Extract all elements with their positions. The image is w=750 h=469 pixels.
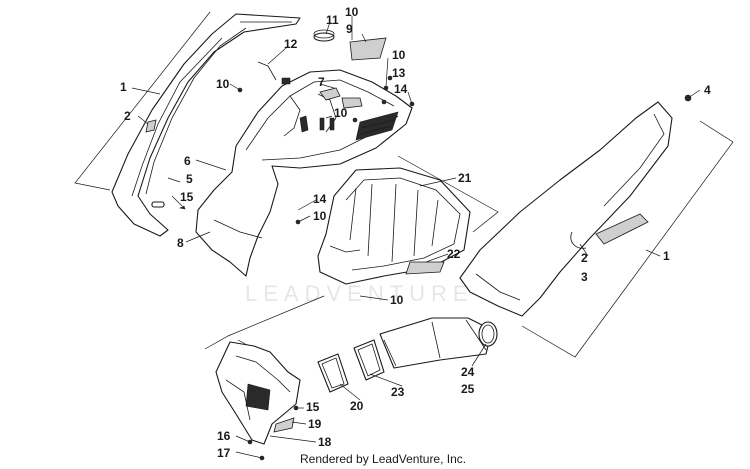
callout-11: 11	[326, 13, 339, 27]
hood-vent	[355, 111, 399, 141]
callout-18: 18	[318, 435, 332, 449]
callout-14-mid: 14	[313, 192, 327, 206]
top-hardware	[257, 29, 387, 85]
callout-12: 12	[284, 37, 298, 51]
lower-nose	[215, 341, 301, 445]
callout-9: 9	[346, 22, 353, 36]
callout-10-b: 10	[392, 48, 406, 62]
watermark-text: LEADVENTURE	[245, 281, 474, 306]
right-panel-decal	[595, 213, 649, 245]
callout-10-top: 10	[345, 5, 359, 19]
callout-10-a: 10	[216, 77, 230, 91]
callout-10-mid: 10	[313, 209, 327, 223]
callout-15-left: 15	[180, 190, 194, 204]
callout-labels: 1 2 11 10 9 12 10 10 13 7 14 10 4 6 5 15…	[120, 5, 711, 460]
callout-20: 20	[350, 399, 364, 413]
callout-15-bottom: 15	[306, 400, 320, 414]
callout-10-c: 10	[334, 106, 348, 120]
storage-bin	[317, 167, 471, 285]
callout-13: 13	[392, 66, 406, 80]
callout-21: 21	[458, 171, 472, 185]
right-side-panel	[459, 101, 673, 317]
callout-7: 7	[318, 75, 325, 89]
hood-cowl	[195, 69, 413, 277]
callout-4: 4	[704, 83, 711, 97]
callout-14-top: 14	[394, 82, 408, 96]
callout-10-bottom: 10	[390, 293, 404, 307]
left-panel-decal	[145, 119, 157, 133]
callout-23: 23	[391, 385, 405, 399]
callout-16: 16	[217, 429, 231, 443]
callout-2-right: 2	[581, 251, 588, 265]
callout-24: 24	[461, 365, 475, 379]
callout-2-left: 2	[124, 109, 131, 123]
left-clips	[151, 201, 186, 210]
callout-1-left: 1	[120, 80, 127, 94]
air-intake	[317, 317, 498, 393]
callout-25: 25	[461, 382, 475, 396]
callout-22: 22	[447, 247, 461, 261]
callout-17: 17	[217, 446, 231, 460]
callout-8: 8	[177, 236, 184, 250]
footer-credit: Rendered by LeadVenture, Inc.	[300, 452, 467, 466]
callout-5: 5	[186, 172, 193, 186]
leader-lines	[131, 16, 701, 459]
left-side-panel	[111, 13, 301, 237]
callout-3: 3	[581, 270, 588, 284]
callout-6: 6	[184, 154, 191, 168]
top-bracket	[349, 37, 387, 61]
callout-19: 19	[308, 417, 322, 431]
callout-1-right: 1	[663, 249, 670, 263]
